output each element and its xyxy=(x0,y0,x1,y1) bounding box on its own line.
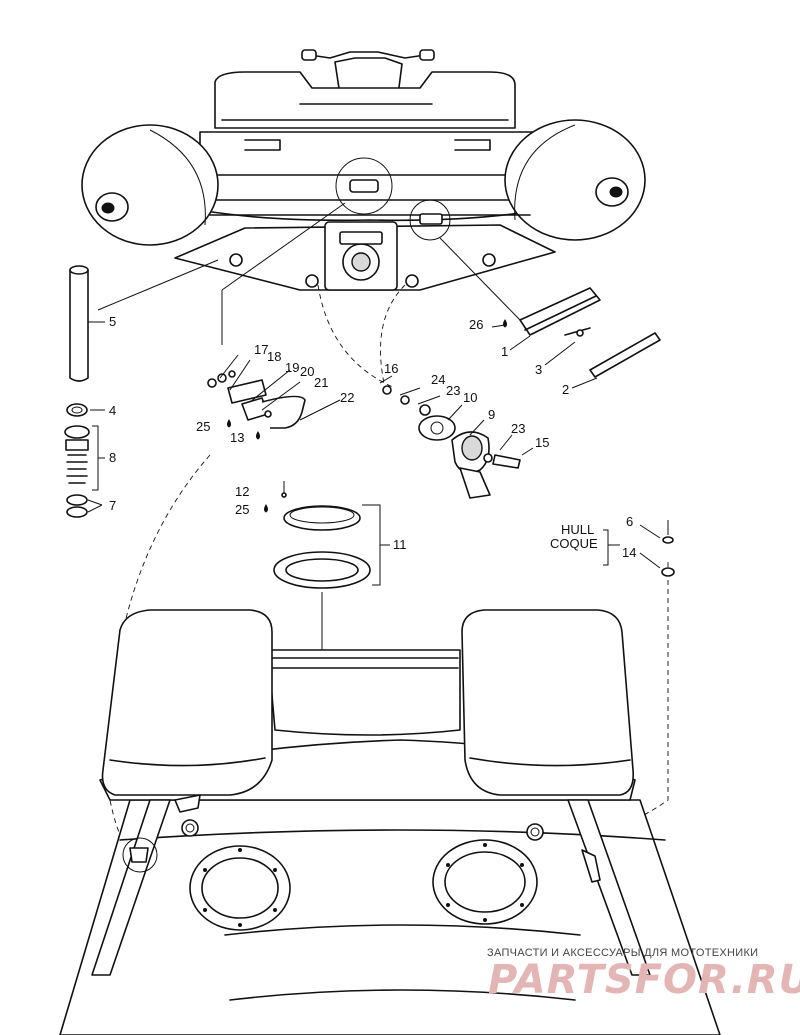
label-7: 7 xyxy=(109,498,116,513)
label-18: 18 xyxy=(267,349,281,364)
label-9: 9 xyxy=(488,407,495,422)
label-1: 1 xyxy=(501,344,508,359)
label-12: 12 xyxy=(235,484,249,499)
label-17: 17 xyxy=(254,342,268,357)
label-14: 14 xyxy=(622,545,636,560)
label-24: 24 xyxy=(431,372,445,387)
label-3: 3 xyxy=(535,362,542,377)
bracket-assembly xyxy=(207,354,341,440)
label-25-cover: 25 xyxy=(235,502,249,517)
bellows-part xyxy=(64,425,105,518)
label-19: 19 xyxy=(285,360,299,375)
watermark: ЗАПЧАСТИ И АКСЕССУАРЫ ДЛЯ МОТОТЕХНИКИ PA… xyxy=(487,947,800,1003)
label-23-upper: 23 xyxy=(446,383,460,398)
clamp-ring-part xyxy=(66,403,105,417)
label-13: 13 xyxy=(230,430,244,445)
label-20: 20 xyxy=(300,364,314,379)
watercraft-rear-view xyxy=(81,49,646,291)
label-coque: COQUE xyxy=(550,536,598,551)
label-hull: HULL xyxy=(561,522,594,537)
rail-parts xyxy=(491,287,661,389)
label-8: 8 xyxy=(109,450,116,465)
hull-hardware xyxy=(603,520,675,577)
label-25-bracket: 25 xyxy=(196,419,210,434)
label-23-lower: 23 xyxy=(511,421,525,436)
watermark-logo: PARTSFOR.RU xyxy=(488,957,800,1003)
access-cover-parts xyxy=(264,481,390,589)
label-21: 21 xyxy=(314,375,328,390)
label-22: 22 xyxy=(340,390,354,405)
label-15: 15 xyxy=(535,435,549,450)
tube-part xyxy=(69,265,105,382)
label-4: 4 xyxy=(109,403,116,418)
label-10: 10 xyxy=(463,390,477,405)
label-16: 16 xyxy=(384,361,398,376)
label-26: 26 xyxy=(469,317,483,332)
watermark-tagline: ЗАПЧАСТИ И АКСЕССУАРЫ ДЛЯ МОТОТЕХНИКИ xyxy=(487,947,758,959)
part-number-labels: 17 18 19 20 21 22 25 13 16 24 23 10 9 23… xyxy=(109,314,636,560)
label-2: 2 xyxy=(562,382,569,397)
label-11: 11 xyxy=(393,537,407,552)
seat-deck-view xyxy=(59,609,721,1035)
label-6: 6 xyxy=(626,514,633,529)
label-5: 5 xyxy=(109,314,116,329)
nozzle-parts xyxy=(379,375,534,499)
